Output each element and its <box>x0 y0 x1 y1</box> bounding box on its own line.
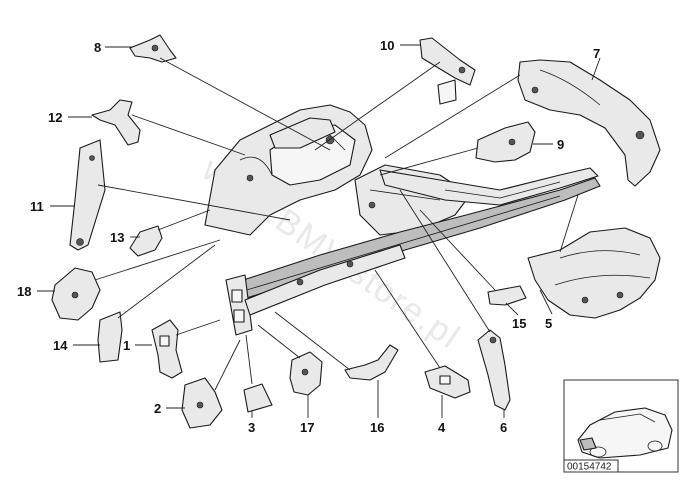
part-5-heat-shield[interactable] <box>527 227 661 319</box>
part-3-wedge[interactable] <box>243 383 273 413</box>
callout-4: 4 <box>438 420 446 435</box>
callout-18: 18 <box>17 284 31 299</box>
callout-16: 16 <box>370 420 384 435</box>
part-10-bracket[interactable] <box>419 37 476 105</box>
callout-6: 6 <box>500 420 507 435</box>
callout-1: 1 <box>123 338 130 353</box>
vehicle-location-inset: 00154742 <box>563 379 679 473</box>
part-14-bracket[interactable] <box>97 311 123 363</box>
callout-17: 17 <box>300 420 314 435</box>
part-9-bracket[interactable] <box>475 121 536 163</box>
part-1-bracket[interactable] <box>151 319 183 379</box>
callout-13: 13 <box>110 230 124 245</box>
part-12-bracket[interactable] <box>91 99 141 146</box>
callout-7: 7 <box>593 46 600 61</box>
part-13-bracket[interactable] <box>129 225 163 257</box>
part-4-bracket[interactable] <box>424 365 471 399</box>
callout-15: 15 <box>512 316 526 331</box>
part-6-pillar[interactable] <box>477 329 511 411</box>
callout-10: 10 <box>380 38 394 53</box>
callout-5: 5 <box>545 316 552 331</box>
part-7-panel[interactable] <box>517 59 661 187</box>
callout-11: 11 <box>30 199 44 214</box>
part-15-plate[interactable] <box>487 285 527 306</box>
part-18-bracket[interactable] <box>51 267 101 321</box>
part-16-strap[interactable] <box>344 344 399 381</box>
callout-8: 8 <box>94 40 101 55</box>
part-11-pillar[interactable] <box>69 139 106 251</box>
callout-9: 9 <box>557 137 564 152</box>
callout-14: 14 <box>53 338 68 353</box>
callout-labels: 8 10 7 9 12 11 13 18 14 1 2 3 17 16 4 6 … <box>17 38 600 435</box>
callout-3: 3 <box>248 420 255 435</box>
callout-12: 12 <box>48 110 62 125</box>
part-17-bracket[interactable] <box>289 351 323 396</box>
callout-2: 2 <box>154 401 161 416</box>
part-8-bracket[interactable] <box>129 34 177 63</box>
main-frame-assembly <box>204 104 601 336</box>
leader-lines <box>37 44 601 418</box>
part-2-bracket[interactable] <box>181 377 223 429</box>
diagram-code: 00154742 <box>567 462 612 473</box>
